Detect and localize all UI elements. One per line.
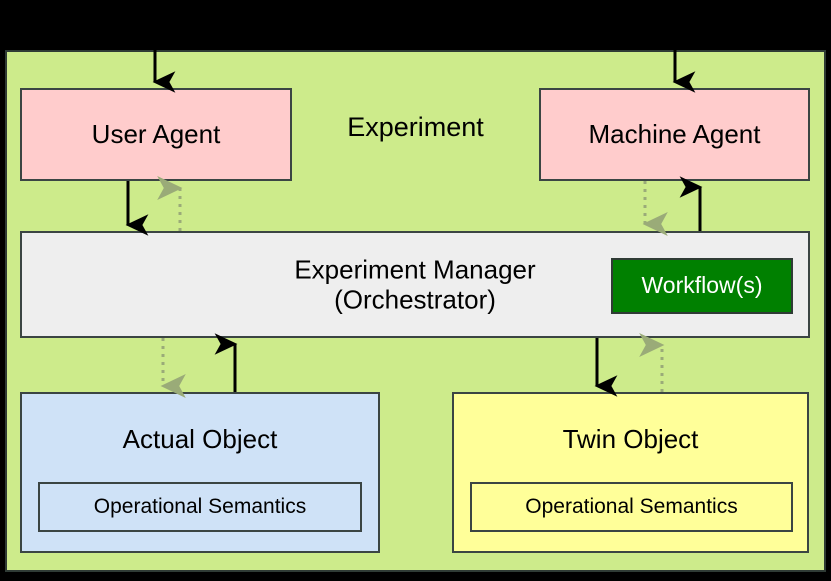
- machine-agent-label: Machine Agent: [588, 119, 761, 150]
- workflows-label: Workflow(s): [641, 272, 763, 299]
- node-workflows[interactable]: Workflow(s): [611, 258, 793, 314]
- twin-object-operational-semantics[interactable]: Operational Semantics: [470, 482, 793, 532]
- twin-object-operational-semantics-label: Operational Semantics: [525, 494, 738, 518]
- actual-object-operational-semantics-label: Operational Semantics: [93, 494, 307, 518]
- twin-object-label: Twin Object: [562, 424, 699, 454]
- experiment-title: Experiment: [347, 112, 484, 142]
- user-agent-label: User Agent: [91, 119, 221, 150]
- node-experiment-manager[interactable]: Experiment Manager (Orchestrator) Workfl…: [20, 231, 810, 338]
- actual-object-operational-semantics[interactable]: Operational Semantics: [38, 482, 362, 532]
- node-machine-agent[interactable]: Machine Agent: [539, 88, 810, 181]
- node-actual-object[interactable]: Actual Object Operational Semantics: [20, 392, 380, 553]
- node-twin-object[interactable]: Twin Object Operational Semantics: [452, 392, 809, 553]
- actual-object-label: Actual Object: [122, 424, 278, 454]
- node-user-agent[interactable]: User Agent: [20, 88, 292, 181]
